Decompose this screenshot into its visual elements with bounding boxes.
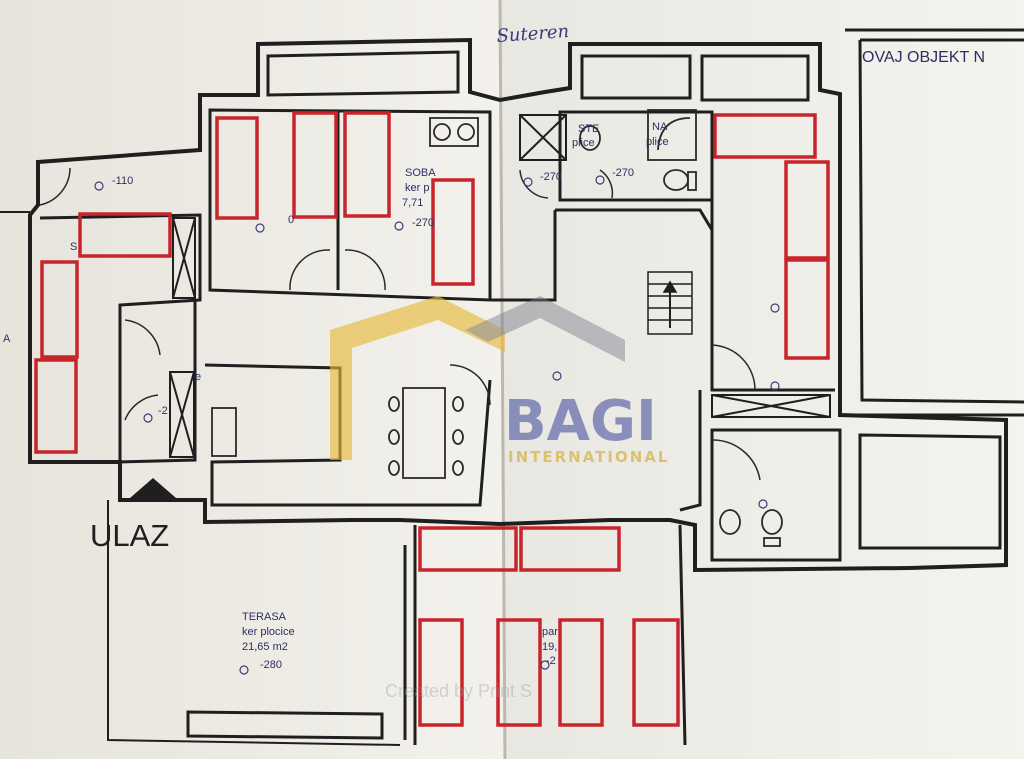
- handwritten-title: Suteren: [496, 21, 570, 47]
- walls: [0, 28, 1024, 746]
- soba-name: SOBA: [405, 167, 436, 179]
- shower-floor: plice: [646, 136, 669, 148]
- soba-area: 7,71: [402, 197, 423, 209]
- bath-left-name: STE: [578, 123, 599, 135]
- entrance-label: ULAZ: [90, 518, 169, 553]
- door-swings: [39, 167, 761, 481]
- watermark-sub: INTERNATIONAL: [508, 448, 669, 466]
- entrance-arrow-icon: [130, 478, 176, 498]
- furniture: [34, 111, 830, 727]
- room-labels: SOBA ker p 7,71 -270 -110 -270 -270 STE …: [3, 121, 669, 671]
- bottom-room-area: 19,: [542, 641, 557, 653]
- bottom-room-name: par: [542, 626, 558, 638]
- left-corridor-level: -2: [158, 405, 168, 417]
- paper-left-page: [0, 0, 505, 759]
- stair-landing-level: -270: [540, 171, 562, 183]
- hall-top-level: -110: [112, 175, 133, 187]
- bottom-room-level: -2: [546, 655, 556, 667]
- watermark-brand: BAGI: [504, 389, 657, 454]
- misc-zero: 0: [288, 214, 294, 226]
- bath-left-floor: plice: [572, 137, 595, 149]
- fixtures: [211, 109, 783, 547]
- watermark: BAGI INTERNATIONAL Created by Print S: [330, 296, 669, 701]
- level-markers: [94, 175, 780, 675]
- page-fold: [498, 0, 507, 759]
- soba-floor: ker p: [405, 182, 429, 194]
- shower-name: NA: [652, 121, 668, 133]
- terasa-area: 21,65 m2: [242, 641, 288, 653]
- watermark-house-right: [465, 296, 625, 362]
- left-edge-name: A: [3, 333, 11, 345]
- notice-text: OVAJ OBJEKT N: [862, 49, 985, 66]
- stair: [647, 271, 693, 335]
- left-room-name: S: [70, 241, 77, 253]
- bath-right-level: -270: [612, 167, 634, 179]
- soba-level: -270: [412, 217, 434, 229]
- misc-e: e: [195, 371, 201, 383]
- watermark-credit: Created by Print S: [385, 681, 532, 701]
- terasa-name: TERASA: [242, 611, 287, 623]
- watermark-house-left: [330, 296, 505, 460]
- terasa-level: -280: [260, 659, 282, 671]
- terasa-floor: ker plocice: [242, 626, 295, 638]
- closets: [169, 114, 831, 458]
